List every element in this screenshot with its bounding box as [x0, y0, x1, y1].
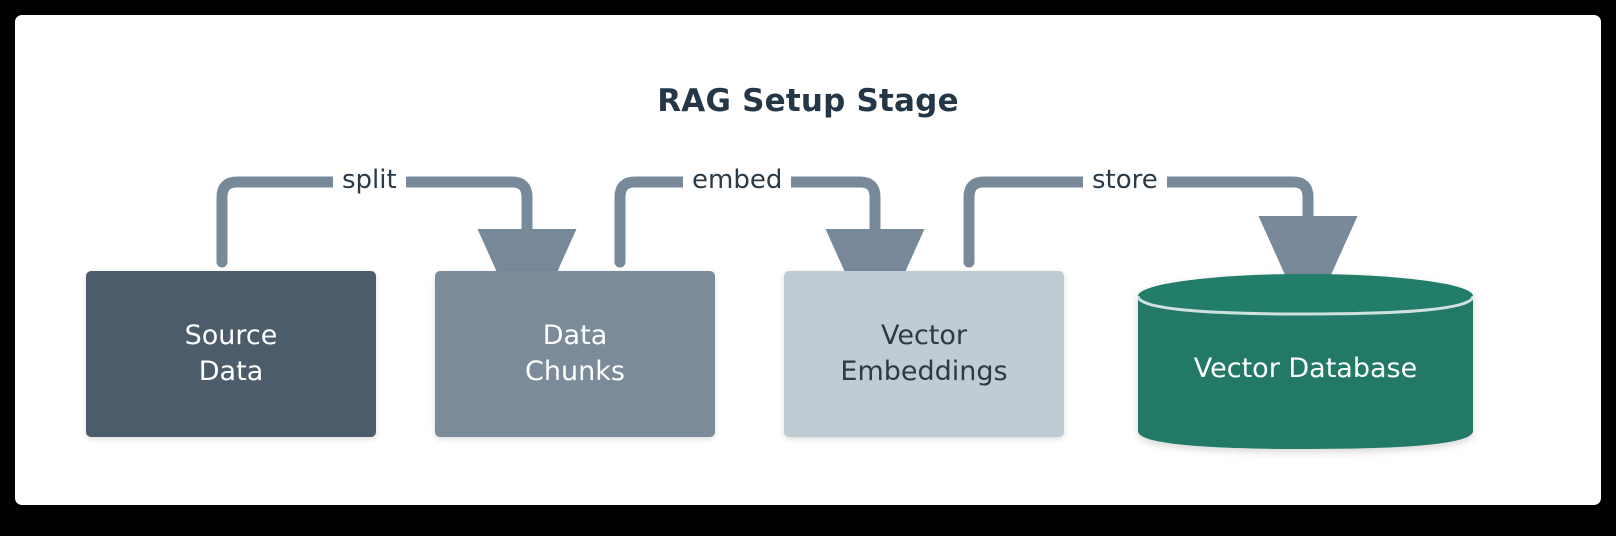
edge-embed — [614, 176, 925, 339]
node-data-chunks[interactable]: Data Chunks — [435, 271, 715, 437]
node-label-line: Chunks — [525, 356, 625, 387]
node-label-line: Data — [542, 320, 608, 352]
diagram-canvas: RAG Setup Stage split — [15, 15, 1601, 505]
edge-layer — [216, 176, 1358, 339]
diagram-title: RAG Setup Stage — [657, 83, 959, 119]
edge-label-embed: embed — [683, 165, 792, 195]
node-vector-database[interactable] — [1128, 263, 1483, 459]
node-vector-database-label: Vector Database — [1193, 353, 1418, 384]
edge-label-store: store — [1083, 165, 1167, 195]
edge-label-split: split — [333, 165, 406, 195]
edge-store — [963, 176, 1358, 326]
node-vector-embeddings[interactable]: Vector Embeddings — [784, 271, 1064, 437]
node-label-line: Embeddings — [840, 356, 1008, 387]
edge-split — [216, 176, 577, 339]
node-label-line: Data — [198, 356, 264, 387]
node-label-line: Source — [184, 320, 278, 352]
node-source-data[interactable]: Source Data — [86, 271, 376, 437]
node-label-line: Vector — [880, 320, 968, 352]
